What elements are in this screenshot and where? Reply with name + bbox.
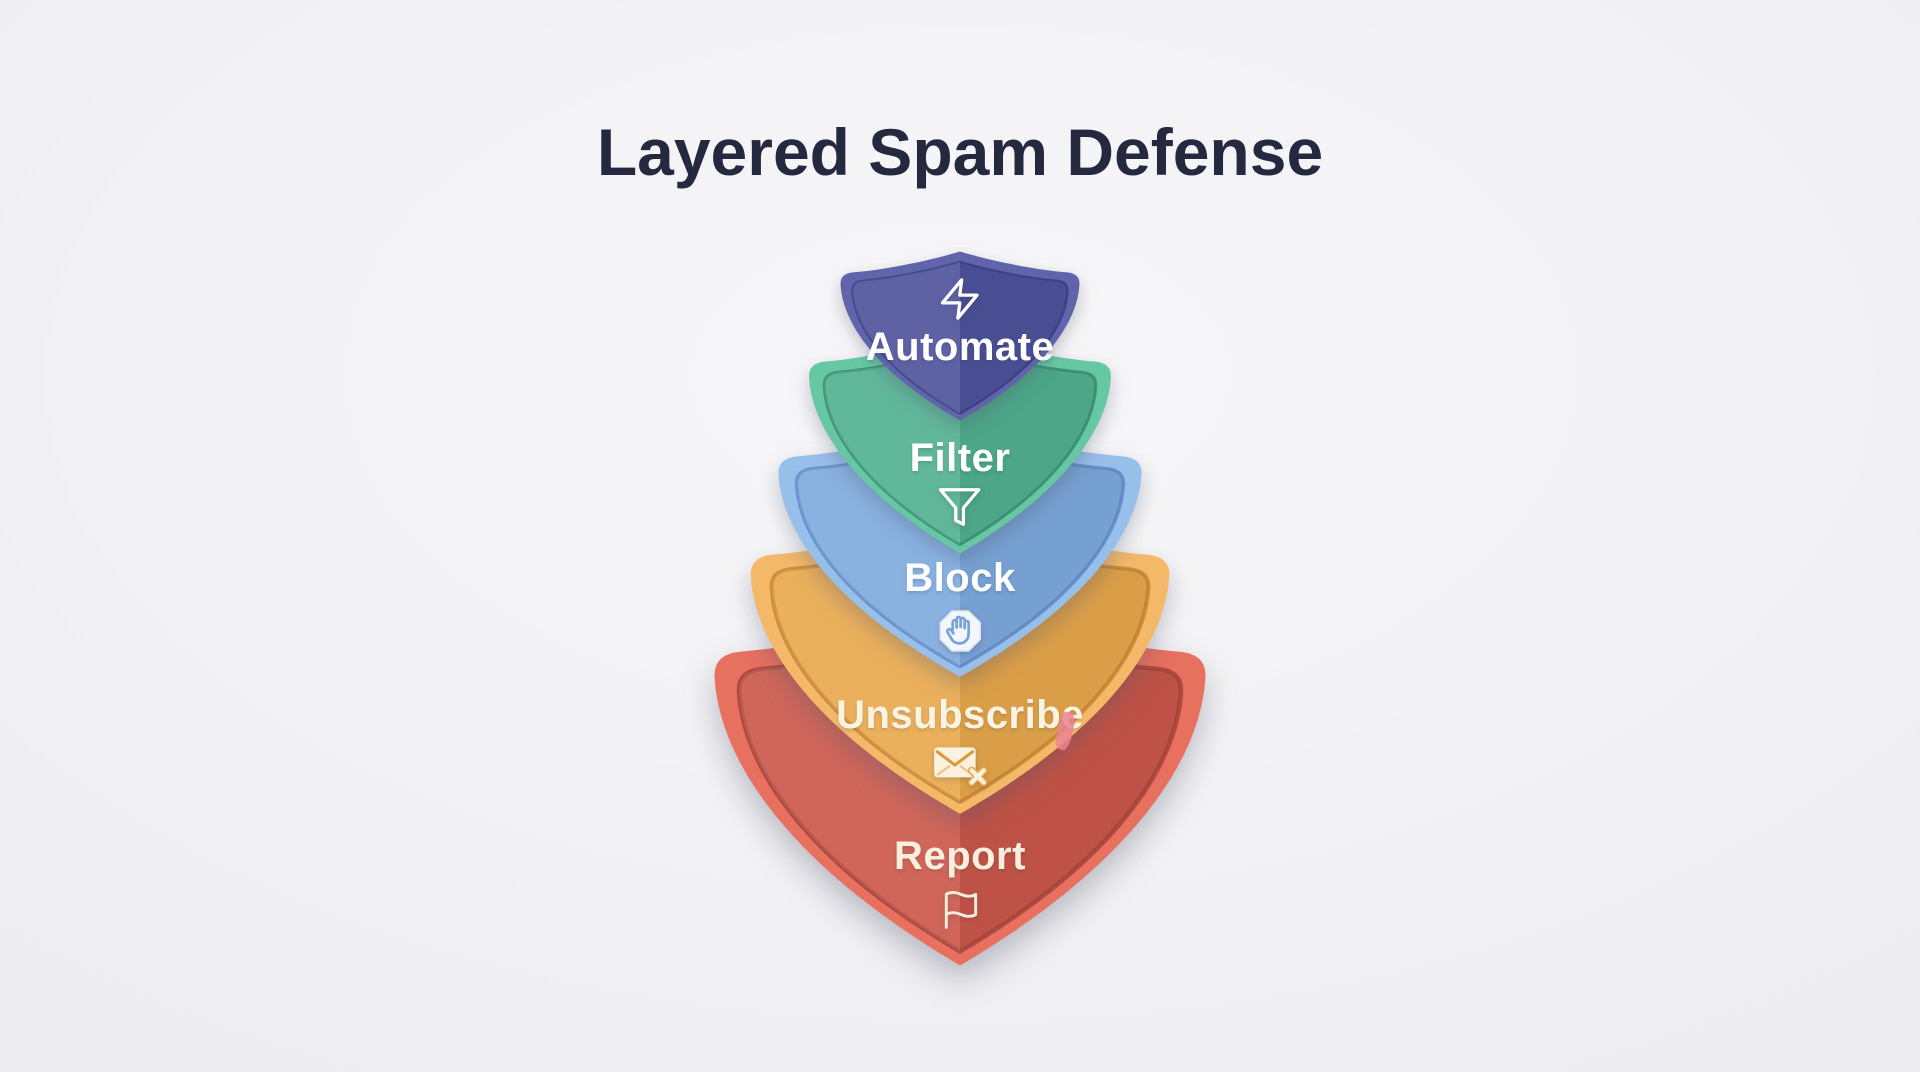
shield-shape-filter bbox=[809, 334, 1111, 554]
shield-shape-automate bbox=[840, 251, 1080, 421]
shield-layer-automate bbox=[831, 248, 1089, 424]
shield-layer-filter bbox=[797, 330, 1123, 558]
page-title: Layered Spam Defense bbox=[596, 115, 1324, 189]
